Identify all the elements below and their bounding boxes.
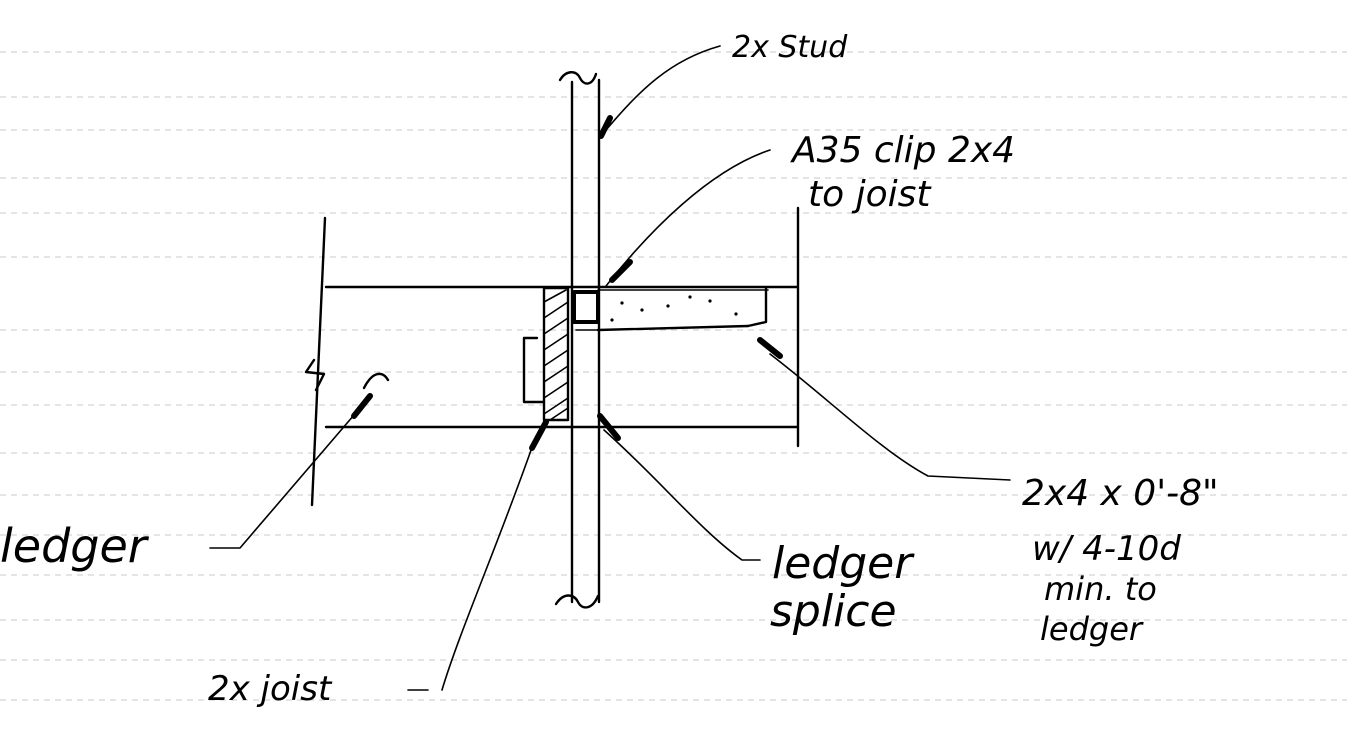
stud-label: 2x Stud: [732, 30, 848, 65]
ledger-label: ledger: [0, 519, 150, 573]
joist-label: 2x joist: [208, 669, 333, 709]
ledger-splice-label-line-2: splice: [770, 586, 897, 637]
clip-label-line-1: A35 clip 2x4: [790, 130, 1015, 171]
stud: [554, 71, 601, 609]
ledger: [304, 206, 800, 507]
block-label-line-4: ledger: [1040, 610, 1144, 648]
block-label-line-3: min. to: [1044, 570, 1157, 608]
block-label-line-2: w/ 4-10d: [1032, 529, 1181, 569]
clip-label-line-2: to joist: [808, 174, 932, 215]
block-label-line-1: 2x4 x 0'-8": [1022, 473, 1219, 514]
ledger-splice: [522, 286, 570, 422]
blocking-2x4: [572, 286, 769, 332]
leader-lines: [209, 45, 1011, 691]
ledger-splice-label-line-1: ledger: [772, 538, 915, 589]
